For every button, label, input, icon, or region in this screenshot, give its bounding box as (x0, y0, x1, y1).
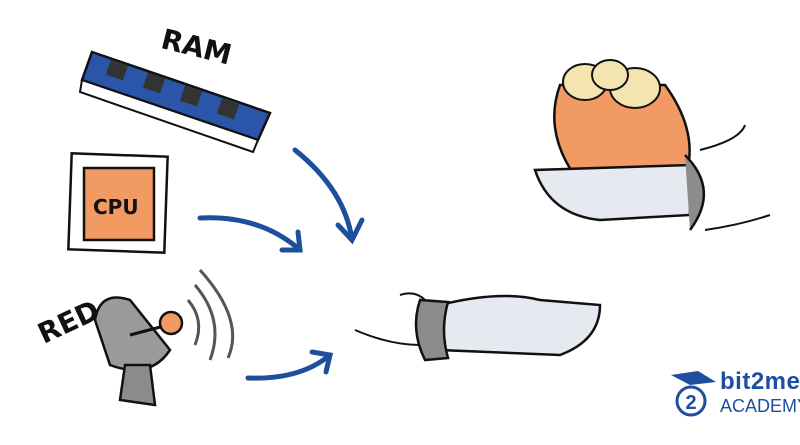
arrow-head-icon (309, 349, 334, 375)
ram-label: RAM (158, 22, 235, 71)
cpu-label: CPU (93, 195, 139, 219)
logo-name: bit2me (720, 368, 800, 395)
arrow-icon (245, 352, 333, 381)
satellite-dish-icon (93, 268, 235, 407)
red-label: RED (33, 294, 105, 351)
arrow-icon (292, 147, 355, 243)
logo-subtitle: ACADEMY (720, 396, 800, 416)
arrows (197, 147, 365, 381)
arrow-head-icon (279, 229, 303, 253)
hand-with-money-bag-icon (533, 59, 771, 231)
graduation-cap-icon: 2 (671, 371, 716, 417)
arrow-head-icon (335, 217, 365, 245)
bit2me-academy-logo: 2 bit2me ACADEMY (668, 368, 800, 428)
arrow-icon (197, 215, 303, 253)
logo-badge: 2 (685, 392, 696, 414)
open-hand-icon (354, 292, 602, 362)
ram-module-icon (78, 50, 272, 154)
cpu-chip-icon (67, 152, 169, 254)
